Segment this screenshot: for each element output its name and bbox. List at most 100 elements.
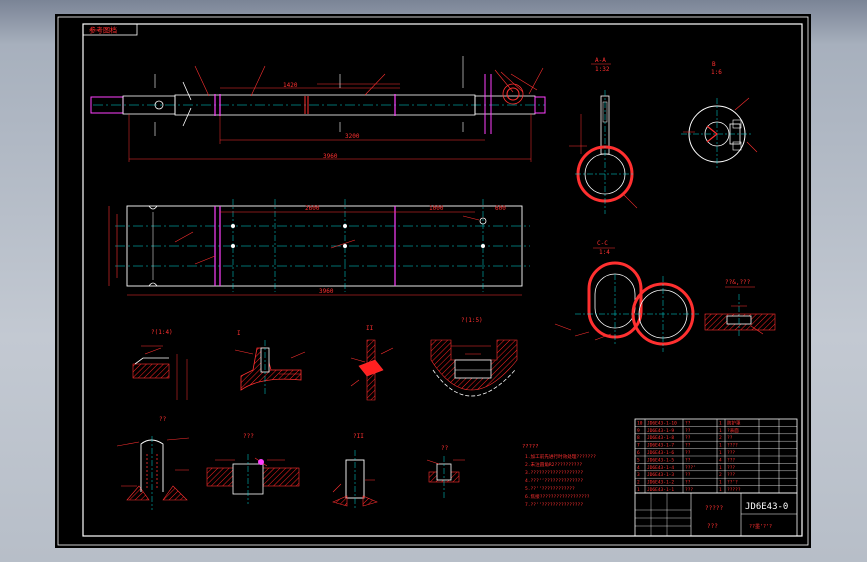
cad-drawing-canvas: 参考图档 xyxy=(57,16,809,546)
section-aa-title: A-A xyxy=(595,57,606,64)
bom-row-index: 6 xyxy=(637,450,640,456)
detail-4-view xyxy=(430,339,518,397)
dim-1420: 1420 xyxy=(283,82,298,89)
bom-row-index: 5 xyxy=(637,457,640,463)
detail-6-title: ??? xyxy=(243,433,254,440)
tech-line-2: 2.未注圆角R2?????????? xyxy=(525,461,582,468)
dim-overall-length-plan: 3960 xyxy=(319,288,334,295)
bom-cell: ?? xyxy=(685,443,691,449)
bom-cell: JD6E43-1-3 xyxy=(647,472,674,478)
bom-row-index: 2 xyxy=(637,480,640,486)
title-block-label: ????? xyxy=(705,505,723,512)
detail-3-view xyxy=(350,339,394,401)
shaft-plan-view xyxy=(108,199,530,296)
bom-cell: ?? xyxy=(685,472,691,478)
detail-6-view xyxy=(206,454,300,504)
tech-line-3: 3.??????????????????? xyxy=(525,470,583,476)
bom-cell: ?? xyxy=(727,435,733,441)
bom-cell: ?? xyxy=(685,420,691,426)
detail-4-title: ?(1:5) xyxy=(461,317,483,324)
shaft-elevation-view xyxy=(90,56,546,162)
outer-frame xyxy=(57,16,809,546)
detail-2-view xyxy=(234,340,306,394)
detail-7-view xyxy=(332,450,378,510)
bom-cell: 防护罩 xyxy=(727,419,741,426)
inner-frame xyxy=(82,23,803,537)
detail-5-view xyxy=(116,436,190,510)
corner-tag: 参考图档 xyxy=(89,26,117,35)
detail-2-title: I xyxy=(237,330,241,337)
bom-cell: 2 xyxy=(719,435,722,441)
bom-cell: JD6E43-1-8 xyxy=(647,435,674,441)
bom-cell: JD6E43-1-1 xyxy=(647,487,674,493)
bom-cell: 4 xyxy=(719,457,722,463)
bom-row-index: 8 xyxy=(637,435,640,441)
bom-cell: 2 xyxy=(719,472,722,478)
title-block-sub: ??? xyxy=(707,523,718,530)
section-cc-scale: 1:4 xyxy=(599,249,610,256)
drawing-sheet: 参考图档 xyxy=(55,14,811,548)
bom-cell: 1 xyxy=(719,450,722,456)
detail-7-title: ?II xyxy=(353,433,364,440)
section-b-view xyxy=(681,97,758,170)
dim-2600: 2600 xyxy=(305,205,320,212)
detail-right-title: ??&,??? xyxy=(725,279,751,286)
detail-1-view xyxy=(132,345,188,400)
bom-cell: ??? xyxy=(727,450,735,456)
tech-line-7: 7.??’’??????????????? xyxy=(525,502,583,508)
bom-cell: ?? xyxy=(685,480,691,486)
section-b-scale: 1:6 xyxy=(711,69,722,76)
section-aa-view xyxy=(569,63,638,214)
bom-cell: 1 xyxy=(719,465,722,471)
detail-1-title: ?(1:4) xyxy=(151,329,173,336)
tech-line-4: 4.???’’?????????????? xyxy=(525,478,583,484)
bom-row-index: 7 xyxy=(637,443,640,449)
bom-cell: ??? xyxy=(727,472,735,478)
corner-tag-box xyxy=(82,23,138,36)
bom-cell: JD6E43-1-5 xyxy=(647,457,674,463)
bom-cell: ??? xyxy=(727,465,735,471)
bom-cell: JD6E43-1-4 xyxy=(647,465,674,471)
tech-line-5: 5.??’’???????????? xyxy=(525,486,575,492)
bom-cell: 1 xyxy=(719,443,722,449)
detail-5-title: ?? xyxy=(159,416,167,423)
dim-600: 600 xyxy=(495,205,506,212)
section-b-title: B xyxy=(712,61,716,68)
section-cc-title: C-C xyxy=(597,240,608,247)
bom-cell: JD6E43-1-6 xyxy=(647,450,674,456)
bom-cell: 1 xyxy=(719,487,722,493)
detail-8-title: ?? xyxy=(441,445,449,452)
tech-heading: ????? xyxy=(522,444,539,450)
bom-cell: ??? xyxy=(685,487,693,493)
bom-cell: JD6E43-1-10 xyxy=(647,420,677,426)
dim-span-main: 3200 xyxy=(345,133,360,140)
section-cc-view xyxy=(554,247,699,352)
detail-8-view xyxy=(426,456,465,498)
bom-cell: JD6E43-1-2 xyxy=(647,480,674,486)
bom-row-index: 9 xyxy=(637,428,640,434)
bottom-note: ??墨’?’? xyxy=(749,524,772,530)
bom-cell: ????? xyxy=(727,487,741,493)
bom-cell: 1 xyxy=(719,428,722,434)
bom-cell: 1 xyxy=(719,420,722,426)
detail-3-title: II xyxy=(366,325,374,332)
bom-cell: ?? xyxy=(685,428,691,434)
bom-cell: ?? xyxy=(685,435,691,441)
bom-cell: ?? xyxy=(685,450,691,456)
bom-row-index: 1 xyxy=(637,487,640,493)
bom-cell: ?? xyxy=(685,457,691,463)
dim-overall-length-top: 3960 xyxy=(323,153,338,160)
bom-row-index: 10 xyxy=(637,420,643,426)
detail-right-view xyxy=(704,286,776,336)
bom-row-index: 4 xyxy=(637,465,640,471)
bom-cell: ??’? xyxy=(727,480,738,486)
tech-line-6: 6.焦接?????????????????? xyxy=(525,493,590,500)
bom-cell: ???? xyxy=(727,443,738,449)
bom-cell: JD6E43-1-7 xyxy=(647,443,674,449)
drawing-number: JD6E43-0 xyxy=(745,502,788,512)
title-block: JD6E43-0 ????? ??? ??墨’?’? xyxy=(634,492,798,537)
tech-requirements: ????? 1.加工前先进行时效处理??????? 2.未注圆角R2??????… xyxy=(522,444,596,508)
section-aa-scale: 1:32 xyxy=(595,66,610,73)
